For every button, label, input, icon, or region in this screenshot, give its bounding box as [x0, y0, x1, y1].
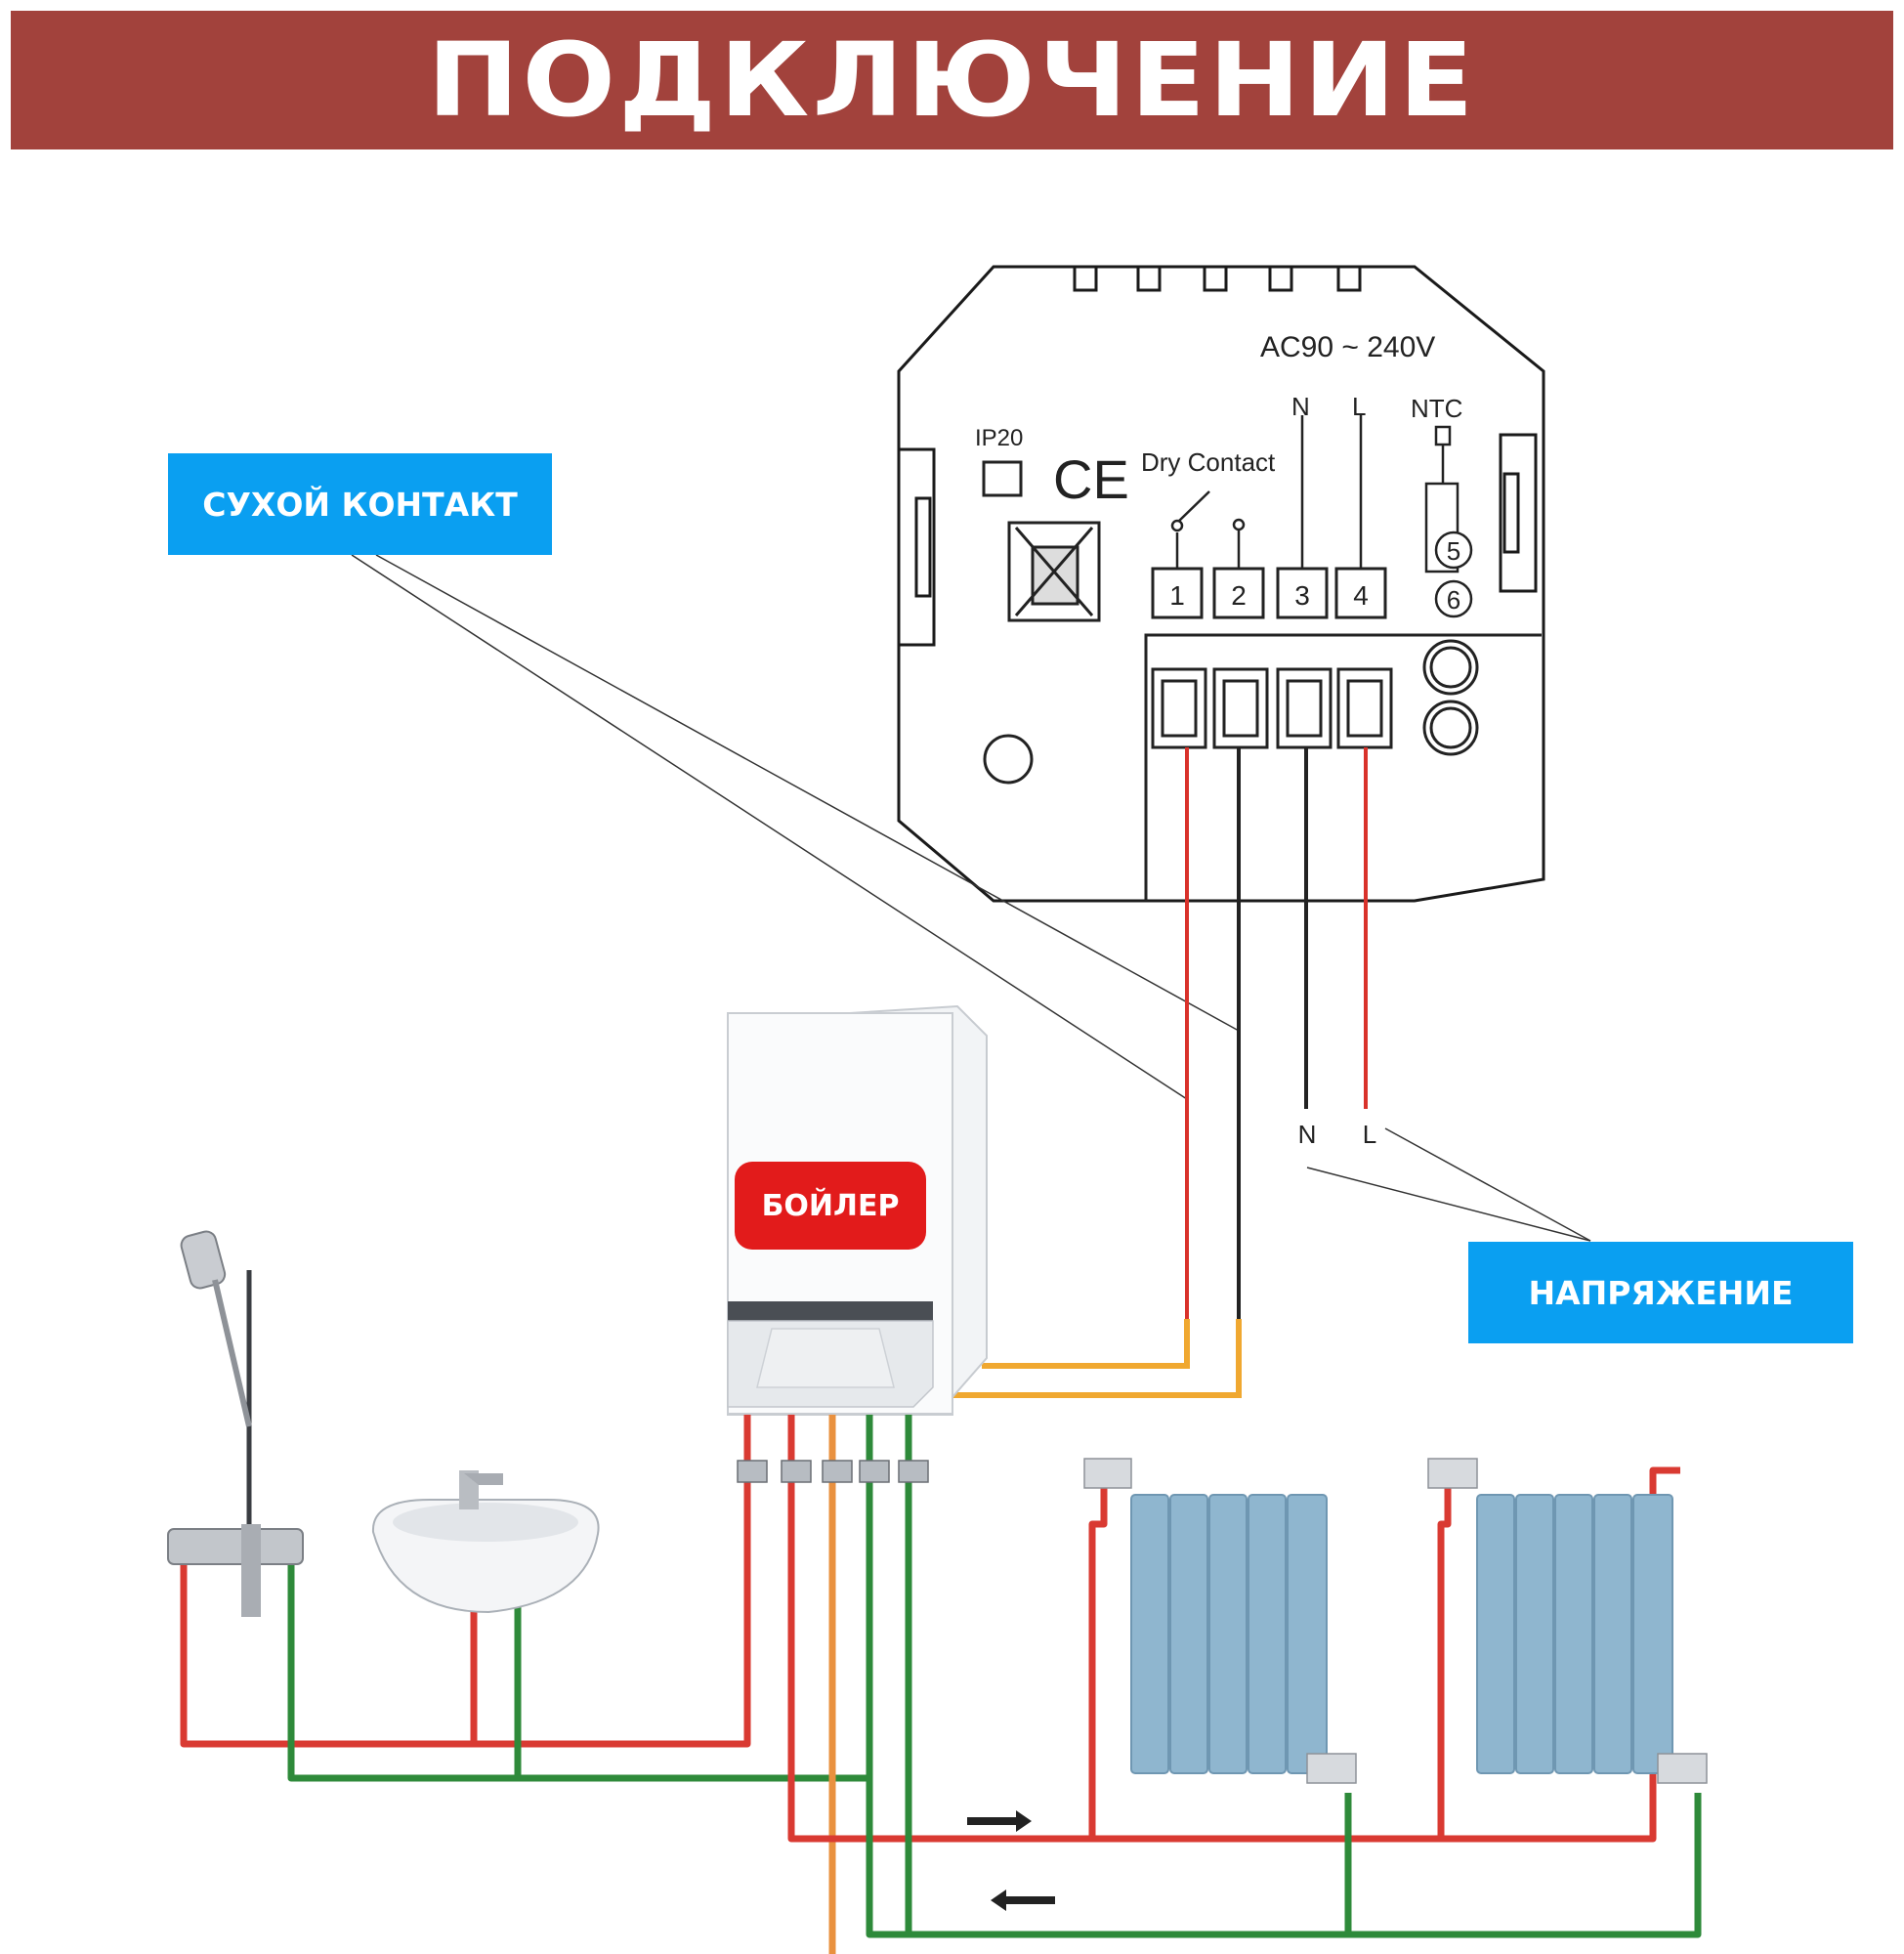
screw-holes	[1422, 639, 1479, 756]
radiator-icon	[1427, 1458, 1708, 1784]
voltage-callout: НАПРЯЖЕНИЕ	[1468, 1242, 1853, 1343]
terminal-label-ntc: NTC	[1411, 394, 1462, 423]
radiator-icon	[1083, 1458, 1357, 1784]
terminal-3-label: 3	[1294, 580, 1310, 611]
ip-square-icon	[982, 460, 1023, 497]
ntc-terminal-6	[1434, 579, 1473, 618]
boiler-signal-cable	[948, 1319, 1242, 1398]
ntc-terminal-5	[1434, 531, 1473, 570]
dry-contact-label: Dry Contact	[1141, 447, 1276, 477]
ntc-sensor-icon	[1424, 425, 1460, 573]
washbasin-icon	[371, 1470, 600, 1614]
ntc-terminal-5-label: 5	[1447, 536, 1460, 566]
ntc-terminal-6-label: 6	[1447, 585, 1460, 615]
page-title: ПОДКЛЮЧЕНИЕ	[427, 21, 1477, 140]
relay-contact-symbol	[1170, 415, 1363, 572]
wire-label-l: L	[1363, 1120, 1376, 1149]
boiler-valves	[737, 1460, 929, 1483]
flow-arrow-icon	[967, 1810, 1055, 1911]
title-banner: ПОДКЛЮЧЕНИЕ	[11, 11, 1893, 149]
terminal-2-label: 2	[1231, 580, 1247, 611]
terminal-label-l: L	[1352, 392, 1366, 421]
terminal-numbers: 1 2 3 4	[1151, 567, 1387, 619]
power-and-relay-wires	[1185, 747, 1368, 1319]
shower-icon	[167, 1230, 304, 1617]
terminal-box-2	[1212, 567, 1265, 619]
weee-bin-icon	[1007, 521, 1101, 622]
ip-rating: IP20	[975, 425, 1023, 451]
ce-mark: CE	[1053, 448, 1129, 510]
terminal-label-n: N	[1291, 392, 1310, 421]
thermostat-module: AC90 ~ 240V IP20 CE Dry Contact N L NTC	[897, 265, 1545, 903]
wire-label-n: N	[1298, 1120, 1317, 1149]
terminal-box-4	[1334, 567, 1387, 619]
heating-return-pipe	[866, 1415, 1702, 1938]
terminal-4-label: 4	[1353, 580, 1369, 611]
terminal-block-outline	[1144, 633, 1542, 901]
pipework	[180, 1415, 1702, 1954]
boiler-label: БОЙЛЕР	[735, 1162, 926, 1250]
top-tabs	[1073, 265, 1362, 292]
terminal-1-label: 1	[1169, 580, 1185, 611]
hot-water-pipe	[180, 1415, 751, 1748]
terminal-box-3	[1276, 567, 1329, 619]
mounting-hole	[983, 734, 1034, 785]
dry-contact-callout: СУХОЙ КОНТАКТ	[168, 453, 552, 555]
leader-lines	[351, 554, 1591, 1242]
heating-supply-pipe	[787, 1415, 1680, 1843]
side-clips	[897, 433, 1538, 647]
terminal-box-1	[1151, 567, 1204, 619]
voltage-rating: AC90 ~ 240V	[1260, 331, 1435, 363]
